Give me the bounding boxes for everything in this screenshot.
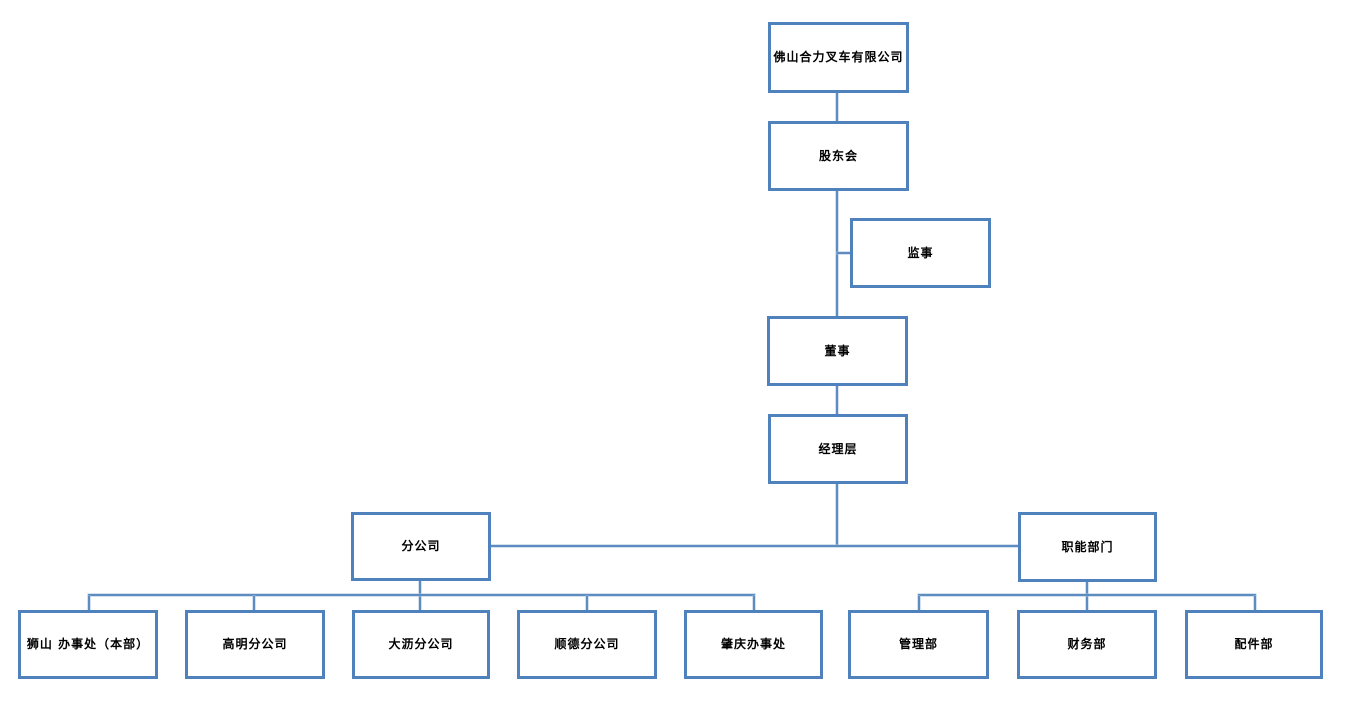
org-node-zhaoqing-office: 肇庆办事处 (684, 610, 823, 679)
connector-drop-shishan (88, 596, 90, 610)
org-node-dali-label: 大沥分公司 (388, 637, 454, 652)
org-node-parts-label: 配件部 (1234, 637, 1274, 652)
org-node-gaoming-label: 高明分公司 (222, 637, 288, 652)
org-node-shunde-label: 顺德分公司 (554, 637, 620, 652)
org-node-shishan-label: 狮山 办事处（本部） (26, 637, 150, 652)
org-node-admin-label: 管理部 (898, 637, 938, 652)
connector-drop-admin (918, 596, 920, 610)
connector-drop-shunde (586, 596, 588, 610)
connector-functional-bus (918, 594, 1256, 596)
org-node-admin-department: 管理部 (848, 610, 989, 679)
org-node-shunde-branch: 顺德分公司 (517, 610, 657, 679)
connector-functional-down (1086, 582, 1088, 610)
org-node-branch-companies: 分公司 (351, 512, 491, 581)
org-node-company: 佛山合力叉车有限公司 (768, 22, 909, 93)
org-node-management-level: 经理层 (768, 414, 908, 484)
org-node-gaoming-branch: 高明分公司 (185, 610, 325, 679)
connector-drop-zhaoqing (753, 596, 755, 610)
org-node-finance-department: 财务部 (1017, 610, 1157, 679)
org-node-shareholders-label: 股东会 (818, 148, 858, 163)
org-node-management-label: 经理层 (818, 441, 858, 456)
connector-company-shareholders (836, 93, 838, 121)
org-node-parts-department: 配件部 (1185, 610, 1323, 679)
org-node-zhaoqing-label: 肇庆办事处 (720, 637, 786, 652)
org-node-company-label: 佛山合力叉车有限公司 (773, 50, 904, 65)
org-node-shishan-office: 狮山 办事处（本部） (18, 610, 158, 679)
connector-drop-parts (1254, 596, 1256, 610)
connector-main-bus (490, 545, 1018, 547)
org-node-functional-departments: 职能部门 (1018, 512, 1157, 582)
org-node-supervisor: 监事 (850, 218, 991, 288)
org-node-director-label: 董事 (824, 343, 851, 358)
org-node-director: 董事 (767, 316, 908, 386)
connector-director-management (836, 386, 838, 414)
org-node-supervisor-label: 监事 (907, 245, 934, 260)
connector-supervisor-stub (837, 252, 850, 254)
connector-management-to-bus (836, 484, 838, 547)
org-node-shareholders-meeting: 股东会 (768, 121, 909, 191)
org-node-dali-branch: 大沥分公司 (352, 610, 490, 679)
connector-branches-bus (88, 594, 755, 596)
org-node-functional-label: 职能部门 (1061, 539, 1114, 554)
connector-drop-gaoming (253, 596, 255, 610)
org-node-finance-label: 财务部 (1067, 637, 1107, 652)
org-node-branches-label: 分公司 (401, 539, 441, 554)
